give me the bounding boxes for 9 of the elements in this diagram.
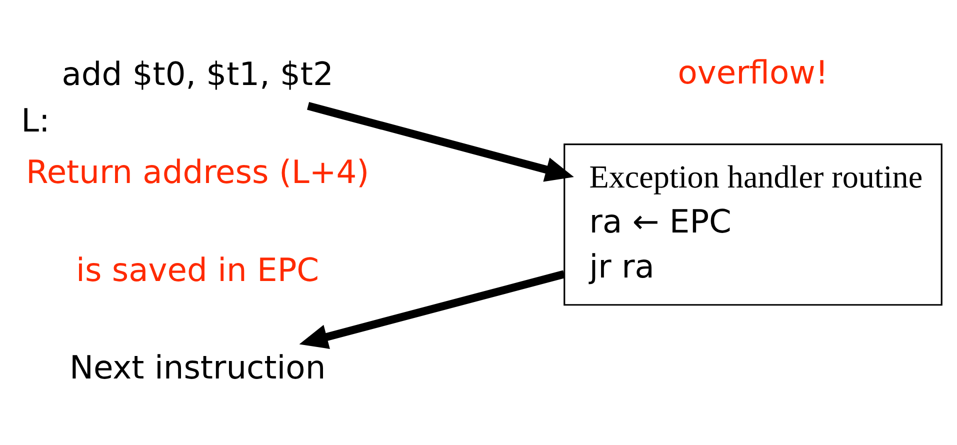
label: is saved in EPC — [76, 250, 320, 288]
label: overflow! — [678, 52, 828, 91]
label: Return address (L+4) — [26, 152, 370, 190]
arrow — [307, 102, 574, 182]
arrow — [299, 270, 566, 348]
node-box: Exception handler routine ra ← EPC jr ra — [564, 143, 942, 306]
node-text: add $t0, $t1, $t2 — [62, 54, 334, 92]
node-text: Next instruction — [69, 348, 326, 386]
node-label: L: — [21, 101, 50, 139]
